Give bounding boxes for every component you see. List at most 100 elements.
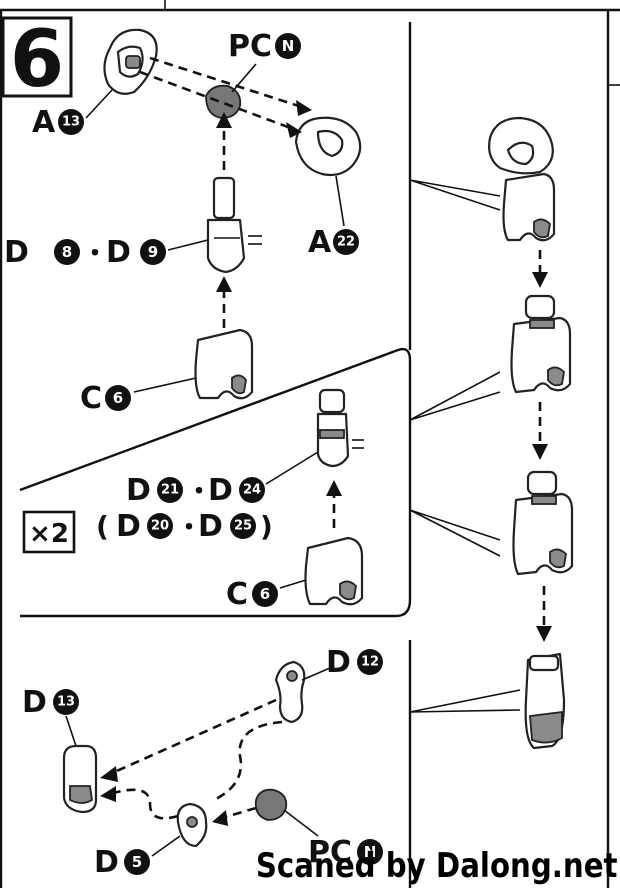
arrowhead-d13-lower: [100, 786, 116, 802]
label-num: 25: [234, 519, 252, 534]
assembly-right-4: [524, 652, 566, 750]
label-prefix: D: [94, 845, 119, 880]
part-d5: [176, 802, 208, 848]
label-prefix: D: [208, 473, 233, 508]
arrowhead-d13-upper: [100, 766, 118, 782]
label-d21-d24: D 21 ・ D 24: [126, 473, 265, 508]
label-prefix: A: [32, 105, 56, 140]
label-prefix: PC: [308, 835, 352, 870]
label-prefix: D: [126, 473, 151, 508]
assembly-right-2: [510, 294, 572, 394]
label-num: 20: [151, 519, 169, 534]
label-num: 21: [161, 483, 179, 498]
leader-c6-top: [133, 377, 197, 393]
label-pc-n-top: PC N: [228, 29, 301, 64]
label-d20-d25: ( D 20 ・ D 25 ): [96, 509, 273, 544]
assembly-full-top: [488, 116, 556, 242]
label-num: 5: [132, 853, 142, 871]
leader-a13: [85, 89, 113, 119]
label-prefix: C: [80, 381, 102, 416]
part-pc-n-bottom: [254, 788, 288, 821]
bracket-leader-4: [409, 689, 521, 713]
arrowhead-right-2: [532, 444, 548, 460]
leader-pc-top: [231, 63, 257, 93]
label-d13: D 13: [22, 685, 79, 720]
label-prefix: D: [116, 509, 141, 544]
part-c6-top: [194, 328, 254, 400]
label-num: 6: [113, 389, 123, 407]
scan-credit-banner: Scaned by Dalong.net: [186, 838, 620, 888]
part-pc-n-top: [205, 84, 242, 119]
arrowhead-pc: [216, 112, 232, 128]
label-num: 13: [62, 115, 80, 130]
leader-d13: [65, 715, 77, 747]
part-a22: [294, 116, 362, 177]
leader-pc-bottom: [283, 809, 319, 837]
label-a13: A 13: [32, 105, 84, 140]
label-sep: ・: [82, 239, 108, 269]
part-d8-d9: [206, 176, 262, 274]
scan-credit-text: Scaned by Dalong.net: [256, 846, 618, 886]
label-prefix: D: [106, 235, 131, 270]
part-d12: [274, 660, 306, 724]
step-number-box: 6: [1, 15, 73, 105]
label-prefix: C: [226, 577, 248, 612]
label-d12: D 12: [326, 645, 383, 680]
label-pc-n-bottom: PC N: [308, 835, 383, 870]
label-d5: D 5: [94, 845, 150, 880]
arrow-d12-to-d13: [109, 698, 277, 776]
leader-a22: [335, 175, 345, 227]
label-prefix: D: [198, 509, 223, 544]
label-num: 9: [148, 243, 158, 261]
label-num: 24: [243, 483, 261, 498]
label-paren: ): [260, 510, 273, 543]
label-c6-top: C 6: [80, 381, 131, 416]
arrow-pc-to-d5: [221, 806, 257, 820]
bracket-leader-3: [409, 509, 501, 557]
label-num: N: [282, 37, 295, 55]
part-d13: [62, 744, 98, 814]
label-prefix: PC: [228, 29, 272, 64]
label-num: 22: [337, 235, 355, 250]
sub-assembly-panel: [19, 347, 412, 618]
part-c6-bottom: [304, 536, 364, 606]
arrow-d12-d5-curve: [213, 720, 283, 802]
multiplier-badge: ×2: [22, 510, 76, 554]
label-prefix: A: [308, 225, 332, 260]
label-c6-bottom: C 6: [226, 577, 278, 612]
arrowhead-right-3: [536, 626, 552, 642]
label-sep: ・: [176, 513, 202, 543]
bracket-leader-1: [409, 179, 501, 211]
leader-c6-bottom: [279, 579, 307, 589]
part-a13: [103, 28, 158, 95]
arrowhead-a22-lower: [286, 122, 302, 138]
label-num: N: [364, 843, 377, 861]
assembly-right-3: [512, 470, 574, 576]
label-prefix: D: [22, 685, 47, 720]
leader-d21: [265, 451, 319, 485]
arrowhead-d21: [326, 480, 342, 496]
arrowhead-d8: [216, 276, 232, 292]
arrow-d5-to-d13: [109, 788, 179, 820]
leader-d5: [151, 835, 181, 857]
label-num: 13: [57, 695, 75, 710]
multiplier-text: ×2: [29, 519, 69, 549]
leader-d12: [301, 667, 331, 681]
arrowhead-d5: [212, 810, 228, 826]
arrowhead-a22-upper: [296, 100, 312, 116]
label-num: 12: [361, 655, 379, 670]
arrow-a13-to-a22-lower: [139, 70, 297, 132]
label-a22: A 22: [308, 225, 359, 260]
label-num: 6: [260, 585, 270, 603]
step-number: 6: [10, 15, 64, 105]
label-prefix: D: [326, 645, 351, 680]
label-d8-d9: D 8 ・ D 9: [4, 235, 166, 270]
label-num: 8: [62, 243, 72, 261]
label-prefix: D: [4, 235, 29, 270]
label-paren: (: [96, 510, 109, 543]
bracket-leader-2: [409, 371, 501, 421]
leader-d8: [167, 239, 209, 251]
label-sep: ・: [186, 477, 212, 507]
arrowhead-right-1: [532, 272, 548, 288]
